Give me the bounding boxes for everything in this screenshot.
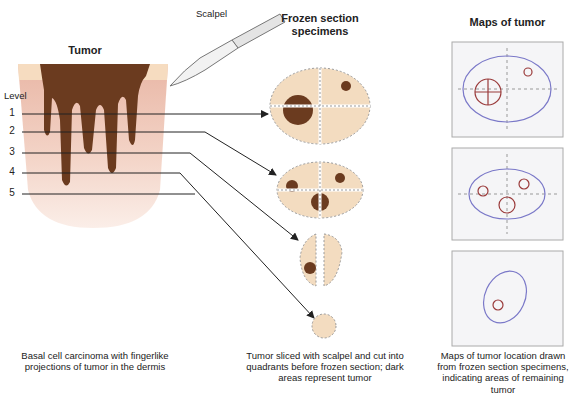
skin-block [18,64,168,228]
level-label: Level [4,90,44,101]
column-heading: Frozen section specimens [270,12,370,38]
caption-text: Maps of tumor location drawn from frozen… [432,350,574,395]
level-number: 5 [6,187,18,199]
level-lines [22,114,314,318]
tumor-maps [452,42,563,346]
frozen-specimens [270,68,370,338]
caption-text: Tumor sliced with scalpel and cut into q… [240,350,410,384]
level-number: 3 [6,146,18,158]
level-number: 2 [6,125,18,137]
scalpel [170,14,285,86]
level-number: 4 [6,166,18,178]
column-heading: Maps of tumor [452,16,563,29]
tumor-heading: Tumor [45,44,125,57]
scalpel-label: Scalpel [196,8,256,19]
level-number: 1 [6,107,18,119]
caption-text: Basal cell carcinoma with fingerlike pro… [20,350,170,372]
tumor-mass [40,64,150,186]
